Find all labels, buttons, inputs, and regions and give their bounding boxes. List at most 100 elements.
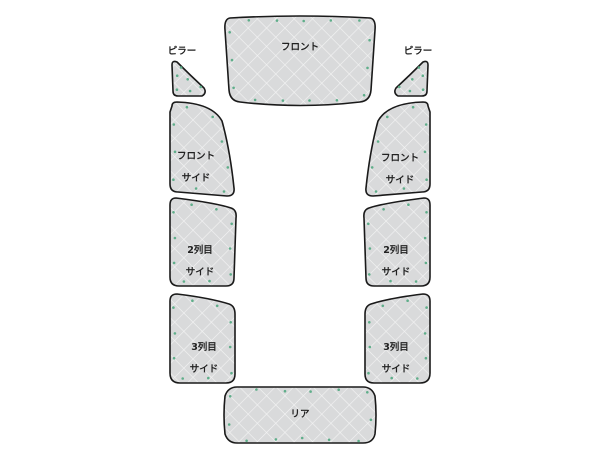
row2-side-right-rivet bbox=[368, 273, 371, 276]
row2-side-left-rivet bbox=[215, 208, 218, 211]
pillar-right-rivet bbox=[408, 89, 412, 93]
front-rivet bbox=[232, 86, 235, 90]
front-side-left-line1: フロント bbox=[176, 151, 215, 162]
row3-side-left-rivet bbox=[215, 304, 219, 308]
row3-side-right-panel bbox=[364, 293, 431, 384]
front-rivet bbox=[335, 99, 339, 102]
row3-side-left-line2: サイド bbox=[189, 364, 219, 375]
row3-side-right-rivet bbox=[381, 304, 385, 308]
front-side-left-rivet bbox=[173, 150, 177, 154]
row2-side-right-rivet bbox=[424, 261, 428, 265]
front-rivet bbox=[253, 98, 257, 102]
row2-side-right-rivet bbox=[389, 279, 392, 283]
row3-side-right-rivet bbox=[367, 371, 370, 375]
row2-side-right-rivet bbox=[414, 280, 418, 283]
row2-side-right-rivet bbox=[382, 208, 385, 211]
row3-side-right-rivet bbox=[406, 299, 409, 303]
front-side-left-panel bbox=[169, 101, 235, 197]
front-side-right-line1: フロント bbox=[380, 153, 419, 164]
front-rivet bbox=[358, 19, 361, 22]
rear-rivet bbox=[227, 423, 231, 426]
front-side-left-rivet bbox=[194, 187, 198, 190]
row3-side-right-rivet bbox=[423, 332, 427, 335]
front-rivet bbox=[308, 99, 311, 102]
row3-side-right-label: 3列目 サイド bbox=[368, 331, 424, 386]
front-rivet bbox=[275, 19, 279, 22]
front-side-right-line2: サイド bbox=[385, 175, 415, 186]
rear-label: リア bbox=[290, 409, 310, 420]
row3-side-left-rivet bbox=[207, 376, 210, 380]
front-rivet bbox=[368, 38, 371, 42]
row3-side-left-rivet bbox=[172, 356, 176, 360]
row2-side-left-rivet bbox=[173, 236, 177, 240]
pillar-right-label: ピラー bbox=[403, 46, 433, 57]
front-side-right-rivet bbox=[370, 166, 374, 169]
row2-side-left-rivet bbox=[172, 211, 175, 214]
row3-side-right-rivet bbox=[368, 345, 372, 349]
row2-side-left-rivet bbox=[229, 273, 232, 276]
front-rivet bbox=[228, 31, 231, 34]
pillar-right-rivet bbox=[421, 74, 425, 77]
row2-side-left-label: 2列目 サイド bbox=[172, 234, 228, 289]
front-side-right-rivet bbox=[402, 187, 406, 190]
front-side-left-rivet bbox=[211, 115, 214, 119]
row2-side-right-panel bbox=[363, 197, 431, 287]
front-label: フロント bbox=[280, 42, 319, 53]
front-side-right-rivet bbox=[386, 115, 389, 119]
front-rivet bbox=[247, 19, 251, 22]
pillar-left-rivet bbox=[199, 85, 202, 89]
row2-side-right-label: 2列目 サイド bbox=[368, 234, 424, 289]
row2-side-left-rivet bbox=[182, 280, 186, 283]
row3-side-left-rivet bbox=[230, 371, 233, 375]
row3-side-right-line1: 3列目 bbox=[383, 342, 409, 353]
row2-side-left-rivet bbox=[172, 261, 176, 265]
row2-side-right-line1: 2列目 bbox=[383, 245, 409, 256]
front-rivet bbox=[302, 19, 306, 23]
front-side-right-label: フロント サイド bbox=[370, 142, 430, 197]
front-rivet bbox=[230, 58, 234, 62]
front-rivet bbox=[362, 93, 366, 97]
front-side-right-panel bbox=[365, 101, 431, 197]
front-panel bbox=[224, 15, 376, 107]
front-side-right-rivet bbox=[411, 105, 415, 109]
row2-side-left-line1: 2列目 bbox=[187, 245, 213, 256]
front-side-right-rivet bbox=[424, 123, 428, 126]
rear-panel bbox=[223, 386, 377, 444]
row3-side-left-rivet bbox=[229, 321, 232, 324]
row2-side-right-line2: サイド bbox=[381, 267, 411, 278]
pillar-left-label: ピラー bbox=[167, 46, 197, 57]
row3-side-left-rivet bbox=[191, 299, 194, 303]
row2-side-left-rivet bbox=[228, 247, 232, 250]
front-side-left-rivet bbox=[185, 105, 189, 109]
front-side-right-rivet bbox=[425, 178, 428, 181]
front-rivet bbox=[366, 66, 369, 70]
row2-side-right-rivet bbox=[407, 203, 410, 206]
pillar-right-rivet bbox=[417, 66, 421, 69]
row3-side-left-rivet bbox=[228, 345, 232, 349]
row2-side-left-rivet bbox=[208, 279, 211, 283]
rear-rivet bbox=[283, 389, 287, 393]
row3-side-right-rivet bbox=[425, 306, 428, 309]
pillar-right-rivet bbox=[421, 88, 425, 91]
row3-side-right-rivet bbox=[390, 376, 394, 380]
row2-side-left-panel bbox=[169, 197, 237, 287]
front-rivet bbox=[281, 99, 285, 102]
pillar-left-rivet bbox=[179, 66, 183, 69]
pillar-left-rivet bbox=[188, 89, 192, 93]
rear-rivet bbox=[369, 418, 373, 422]
row3-side-right-line2: サイド bbox=[381, 364, 411, 375]
rear-rivet bbox=[337, 388, 341, 392]
rear-rivet bbox=[255, 388, 258, 391]
pillar-left-rivet bbox=[175, 74, 179, 77]
row2-side-left-line2: サイド bbox=[185, 267, 215, 278]
row2-side-right-rivet bbox=[423, 236, 427, 240]
row3-side-right-rivet bbox=[424, 356, 428, 360]
row2-side-left-rivet bbox=[230, 222, 233, 226]
front-side-left-label: フロント サイド bbox=[166, 140, 226, 195]
rear-rivet bbox=[228, 395, 232, 398]
row3-side-left-rivet bbox=[172, 306, 175, 309]
pillar-right-rivet bbox=[411, 78, 414, 81]
row2-side-right-rivet bbox=[367, 222, 370, 226]
